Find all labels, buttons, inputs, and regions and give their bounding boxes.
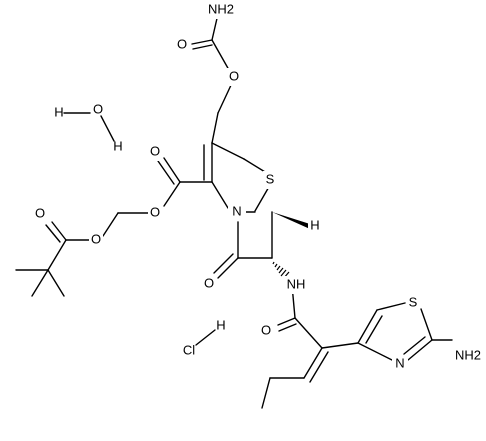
atom-n-thiazole: N [395,355,404,370]
atom-o-ester-carbonyl: O [150,143,160,158]
atom-s-ring: S [266,171,275,186]
bond-carbamate-c-o-dbl-b [192,44,213,50]
bond-thz-n-c4 [357,342,393,361]
water-molecule: H O H [54,101,122,153]
water-o: O [93,101,103,116]
bond-ch2-c3 [211,112,219,144]
bond-hcl [195,329,216,346]
bond-thz-c2-n [407,339,433,361]
bond-carbamate-c-o-dbl-a [191,39,213,45]
bond-c8-o-dbl [213,253,234,274]
bond-ch2-o [102,212,119,237]
bond-thz-c5-s [376,302,406,311]
bond-cester-o-dbl-b [157,160,175,185]
bond-o-ch2 [217,82,233,114]
atom-o-lactam: O [204,275,214,290]
atom-o-amide: O [261,322,271,337]
bond-calpha-thiazole [321,342,359,349]
bond-c4-n [211,181,229,209]
atom-nh-amide: NH [287,276,306,291]
bond-cpiv-o-dbl-a [51,221,67,241]
bond-cpiv-o-dbl-b [45,224,61,243]
bond-thz-c4-c5 [357,309,378,344]
atom-o-ether-carbamate: O [229,68,239,83]
atom-o-pivaloyl-carbonyl: O [35,205,45,220]
atom-labels: NH2 O O O O O O N S H O NH O S N NH2 [33,1,484,373]
stereo-wedge-h [272,212,310,229]
atom-s-thiazole: S [409,294,418,309]
bond-cq-me3 [47,269,65,297]
atom-o-pivaloyl-ester: O [91,231,101,246]
hcl-h: H [216,317,225,332]
bond-calpha-cbeta [303,347,323,379]
atom-h-ring: H [310,217,319,232]
bond-water-o-h [100,115,115,142]
bond-thz-c2-n-dbl [403,336,426,355]
bond-s-c6 [254,184,271,212]
bond-carbamate-c-o [211,39,230,71]
bond-cpiv-cq [47,239,67,271]
hcl-molecule: H Cl [183,317,226,357]
bond-cester-o-dbl-a [163,157,181,183]
bond-cester-o [163,181,181,207]
bond-ch2-ch3 [261,377,271,409]
bond-calpha-cbeta-dbl [309,351,329,383]
bond-c3-c2 [211,142,245,160]
atom-nh2-thiazole: NH2 [455,347,481,362]
bond-camide-o-b [278,323,297,332]
bond-thz-s-c2 [420,308,433,341]
atom-nh2-carbamate: NH2 [208,1,234,16]
atom-o-carbonyl-carbamate: O [177,36,187,51]
bond-c8-o [217,257,239,279]
bond-camide-o-a [277,317,296,326]
atom-o-ester: O [150,204,160,219]
hcl-cl: Cl [183,342,195,357]
water-h-left: H [54,104,63,119]
bond-thz-c4-c5-dbl [365,315,383,344]
bond-cq-me2 [31,269,49,297]
bond-camide-calpha [294,317,323,349]
bonds [15,13,453,409]
water-h-right: H [113,138,122,153]
atom-n-lactam: N [232,203,241,218]
